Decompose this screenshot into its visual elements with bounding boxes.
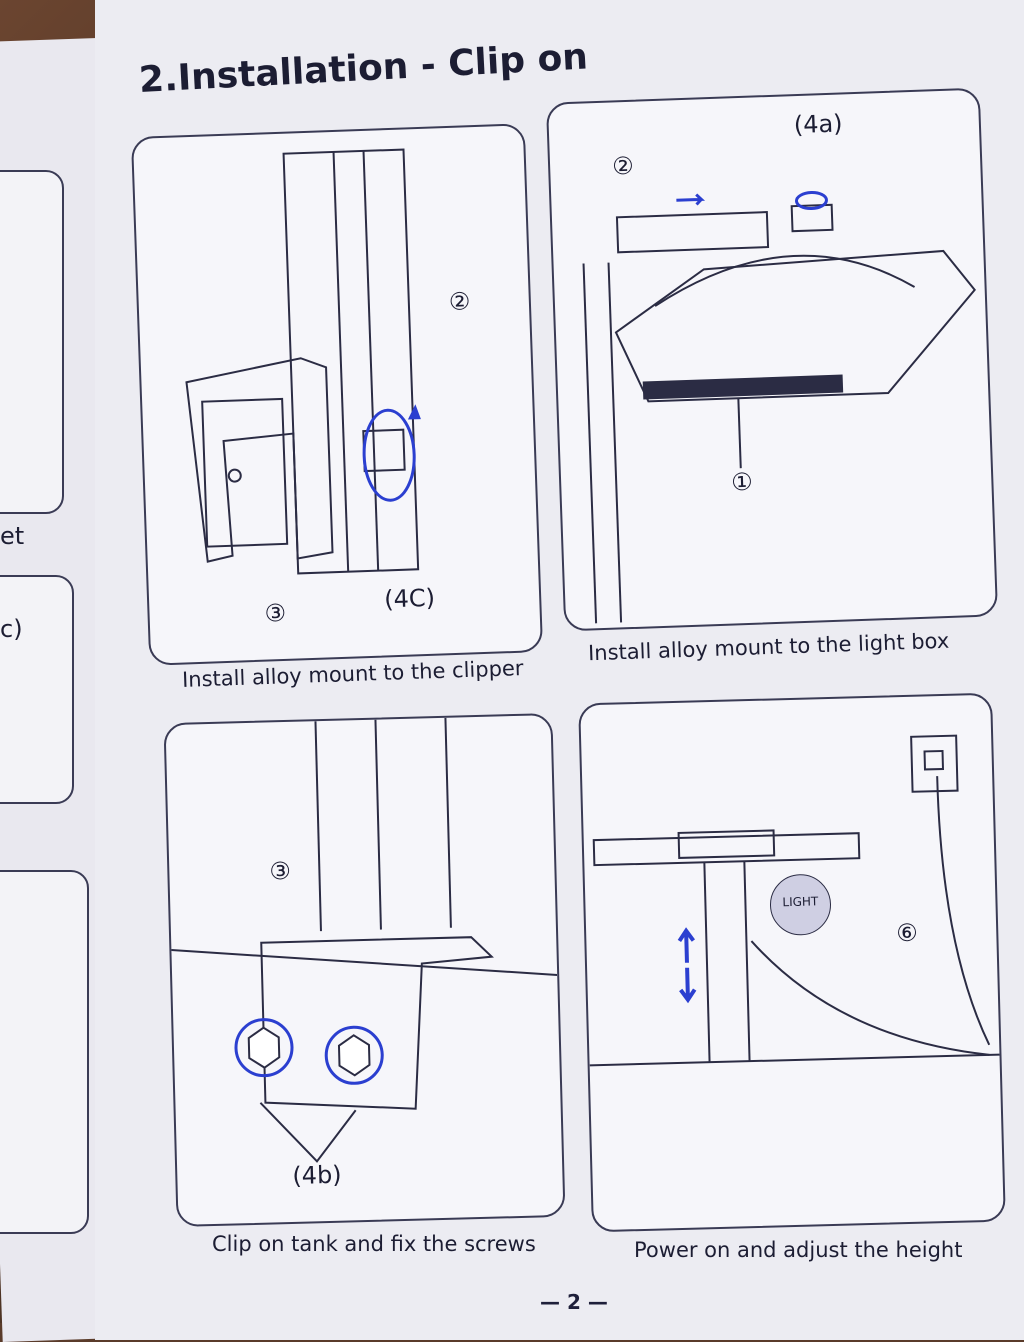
part-label: (4a): [793, 109, 843, 140]
part-label: ③: [264, 598, 287, 628]
part-label: ②: [448, 287, 471, 317]
panel-light-box: (4a) ② ①: [545, 87, 999, 632]
light-box-illustration: [582, 191, 976, 624]
part-label: ②: [611, 151, 635, 181]
clipper-illustration: [185, 148, 421, 575]
part-label: (4b): [292, 1160, 342, 1190]
part-label: ③: [269, 856, 292, 886]
left-page-fragment: c): [0, 615, 23, 643]
panel-clip-on-tank: ③ (4b): [163, 712, 566, 1228]
page-number: — 2 —: [540, 1290, 608, 1314]
left-page-panel: [0, 870, 89, 1234]
panel-caption: Power on and adjust the height: [634, 1238, 963, 1262]
light-button-label: LIGHT: [782, 894, 819, 910]
panel-caption: Clip on tank and fix the screws: [212, 1232, 536, 1256]
page-number-value: 2: [566, 1290, 581, 1314]
left-page-panel: [0, 575, 74, 804]
part-label: ⑥: [895, 918, 919, 948]
part-label: (4C): [383, 583, 436, 614]
left-page-fragment: et: [0, 522, 25, 550]
clip-on-tank-illustration: [171, 717, 558, 1163]
panel-clipper: ② ③ (4C): [130, 123, 544, 666]
power-height-illustration: [589, 734, 1000, 1067]
part-label: ①: [730, 467, 754, 497]
left-page-panel: [0, 170, 64, 514]
panel-power-height: LIGHT ⑥: [578, 692, 1006, 1233]
